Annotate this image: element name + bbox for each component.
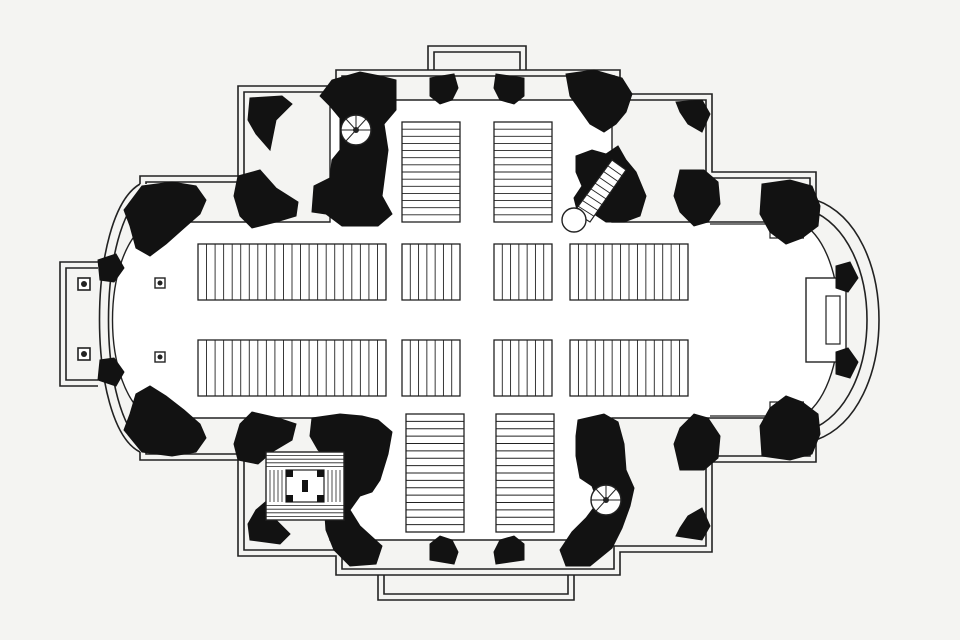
plinth-outline: [59, 45, 880, 601]
pier-nw-corner: [247, 95, 293, 152]
pier-nw-transept: [233, 169, 299, 229]
pew-block: [569, 243, 689, 301]
pier-w-top: [123, 181, 207, 257]
column-n-left: [429, 73, 459, 105]
pier-sw-transept: [233, 411, 297, 465]
spiral-stair-se: [590, 484, 622, 516]
pew-block: [401, 121, 461, 223]
pew-block: [493, 243, 553, 301]
nave-floor: [111, 99, 847, 541]
pier-e-apse-bottom: [835, 347, 859, 379]
column-s-left: [429, 535, 459, 565]
pier-se-transept: [673, 413, 721, 471]
column-n-right: [493, 73, 525, 105]
pew-block: [401, 339, 461, 397]
pier-w-apse-bottom: [97, 357, 125, 387]
pew-block: [405, 413, 465, 533]
pew-block: [495, 413, 555, 533]
pier-w-bottom: [123, 385, 207, 457]
pew-block: [401, 243, 461, 301]
pew-block: [569, 339, 689, 397]
straight-stair-ne: [561, 159, 627, 233]
west-apse-columns: [77, 277, 166, 363]
pier-se-corner: [675, 507, 711, 541]
pew-block: [197, 243, 387, 301]
pier-ne-transept: [673, 169, 721, 227]
newel-circle: [561, 207, 587, 233]
pew-block: [197, 339, 387, 397]
square-stair-sw: [265, 451, 345, 521]
pier-e-bottom: [759, 395, 821, 461]
pew-block: [493, 121, 553, 223]
spiral-stair-nw: [340, 114, 372, 146]
pier-ne-upper: [565, 69, 633, 133]
pier-ne-corner: [675, 99, 711, 133]
pier-nw-upper: [311, 71, 397, 227]
pew-block: [493, 339, 553, 397]
pier-e-top: [759, 179, 821, 245]
pier-e-apse-top: [835, 261, 859, 293]
pew-blocks: [197, 121, 689, 533]
column-s-right: [493, 535, 525, 565]
pier-w-apse-top: [97, 253, 125, 283]
